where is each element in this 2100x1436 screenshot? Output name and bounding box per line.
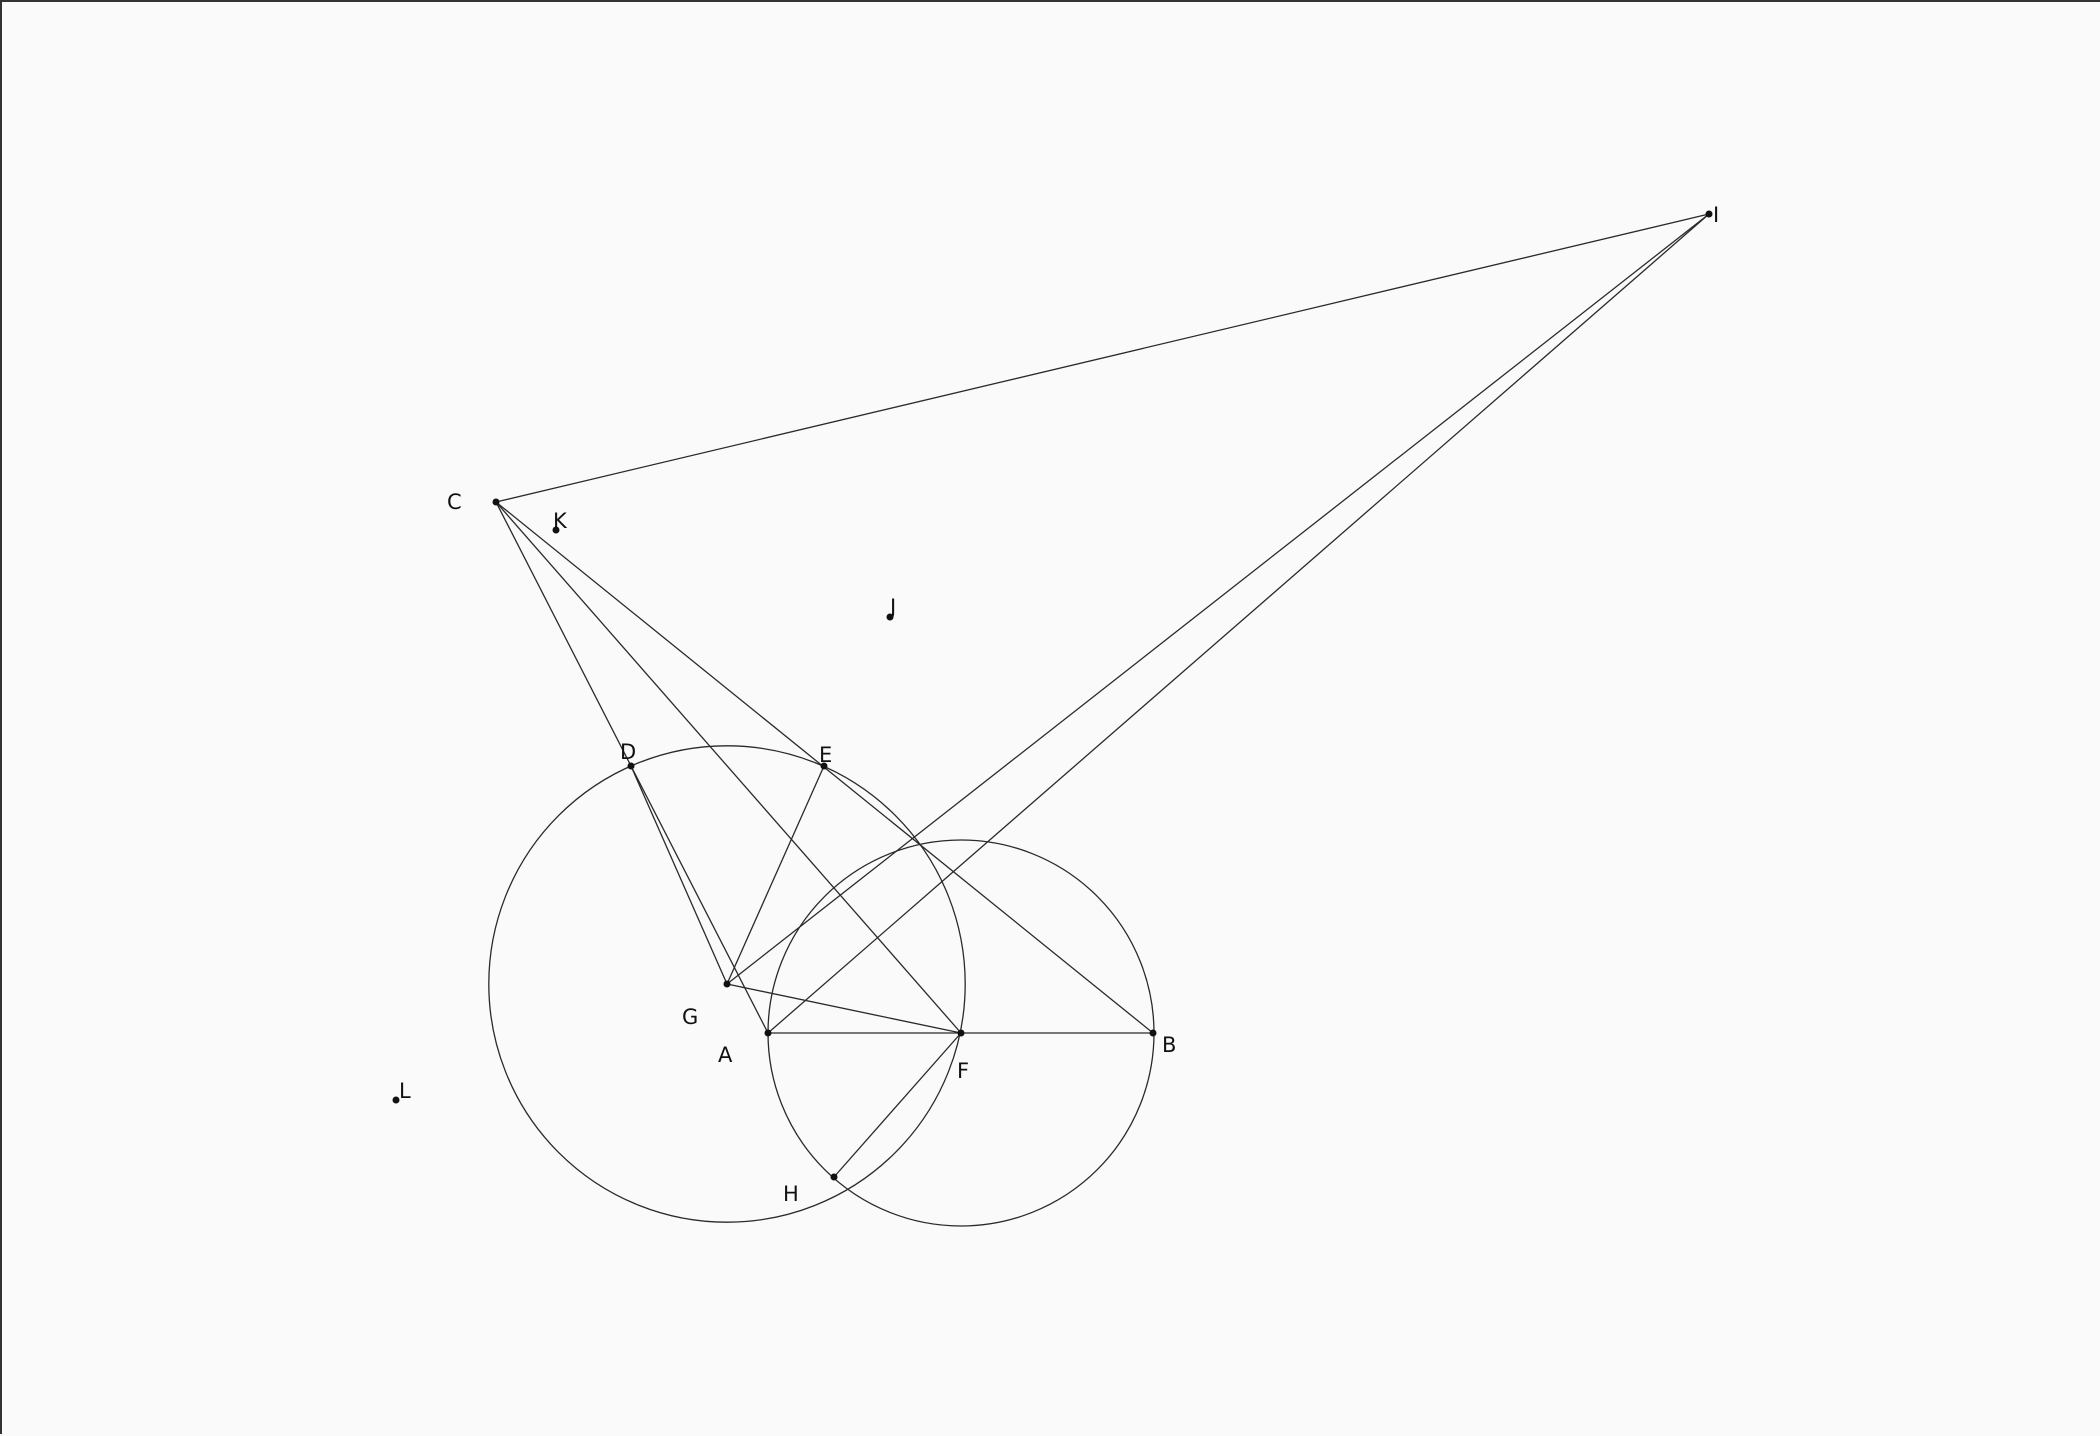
point-f (957, 1029, 965, 1037)
point-l (392, 1096, 400, 1104)
segments-layer (495, 213, 1710, 1178)
segment-gf (726, 983, 962, 1034)
point-label-c: C (447, 490, 462, 514)
segment-gi (726, 213, 1710, 985)
point-label-g: G (682, 1005, 698, 1029)
point-label-i: I (1713, 203, 1719, 227)
point-c (492, 498, 500, 506)
point-label-l: L (399, 1079, 411, 1103)
point-h (830, 1173, 838, 1181)
point-label-e: E (819, 743, 832, 767)
point-a (764, 1029, 772, 1037)
point-label-h: H (783, 1182, 799, 1206)
labels-layer: A B C D E F G H I J K L (399, 203, 1719, 1206)
point-g (723, 980, 731, 988)
point-label-k: K (553, 509, 568, 533)
point-d (627, 762, 635, 770)
point-label-a: A (718, 1043, 733, 1067)
point-label-b: B (1162, 1033, 1176, 1057)
point-k (552, 526, 560, 534)
point-e (820, 762, 828, 770)
point-j (886, 613, 894, 621)
segment-cd (495, 501, 632, 767)
segment-eg (726, 765, 825, 985)
point-label-d: D (620, 740, 636, 764)
segment-ai (767, 213, 1710, 1034)
point-i (1705, 210, 1713, 218)
point-label-f: F (957, 1059, 969, 1083)
point-b (1149, 1029, 1157, 1037)
circle-g (488, 745, 966, 1223)
segment-ci (495, 213, 1710, 503)
segment-dg (630, 765, 728, 985)
segment-cf (495, 501, 962, 1034)
segment-da (630, 765, 769, 1034)
points-layer (392, 210, 1713, 1181)
segment-fh (833, 1032, 962, 1178)
point-label-j: J (888, 595, 896, 619)
